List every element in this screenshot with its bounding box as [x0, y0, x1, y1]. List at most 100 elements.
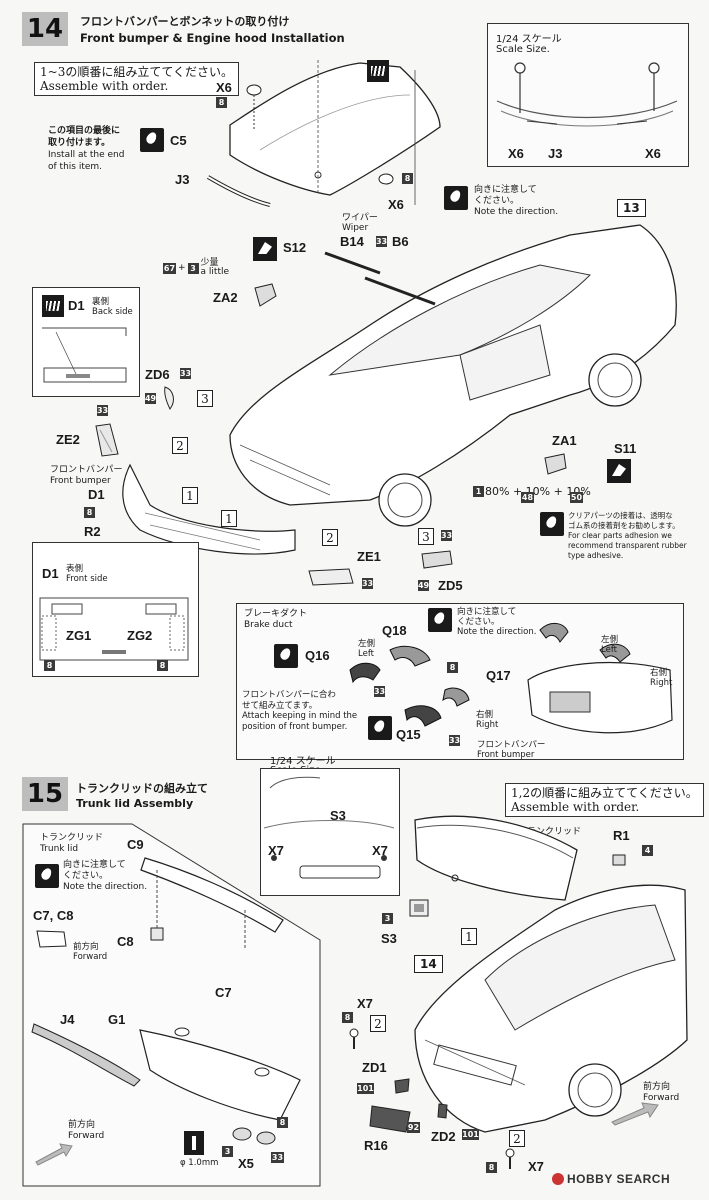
brake-duct-en: Brake duct: [244, 620, 293, 630]
car-body-drawing: [229, 224, 677, 527]
ref-step-13-num: 13: [623, 201, 640, 215]
scale-box-15-drawing: [263, 776, 395, 879]
forward-arrow-icon-left: [35, 1143, 73, 1166]
sticker-icon-s11: [607, 459, 631, 483]
trunk-lid-label-left: トランクリッド Trunk lid: [40, 833, 103, 855]
forward-right-en: Forward: [643, 1093, 680, 1103]
color-mix-text: 80% + 10% + 10%: [485, 485, 591, 498]
code-33-x5-right: 33: [271, 1152, 284, 1163]
color-code-1: 1: [473, 486, 484, 497]
part-c9: C9: [127, 837, 144, 852]
code-8-q18: 8: [447, 662, 458, 673]
x7-right-drawing: [505, 1148, 515, 1169]
q15-glue-icon: [368, 716, 392, 740]
direction-jp1: 向きに注意して: [474, 185, 537, 195]
attach-jp1: フロントバンパーに合わ: [242, 690, 336, 700]
paint-mix-a-little: 67 + 3 少量 a little: [163, 259, 229, 277]
spoiler-drawing: [140, 857, 284, 950]
ze1-lens-drawing: [308, 568, 354, 586]
part-q17: Q17: [486, 668, 511, 683]
code-4-r1: 4: [642, 845, 653, 856]
x7-left-drawing: [349, 1028, 359, 1049]
front-side-en: Front side: [66, 574, 108, 584]
part-x7-left: X7: [357, 996, 373, 1011]
code-8-x6-right: 8: [402, 173, 413, 184]
part-s3: S3: [381, 931, 397, 946]
right-en-b: Right: [650, 678, 673, 688]
part-b6: B6: [392, 234, 409, 249]
code-101-zd1: 101: [357, 1083, 374, 1094]
part-x6-right: X6: [388, 197, 404, 212]
zd2-drawing: [437, 1103, 448, 1119]
j3-trim-drawing: [206, 175, 271, 207]
code-8-x5: 8: [277, 1117, 288, 1128]
part-za1: ZA1: [552, 433, 577, 448]
wiper-drawing: [324, 251, 436, 306]
part-x6-scale-right: X6: [645, 146, 661, 161]
attach-note: フロントバンパーに合わ せて組み立てます。 Attach keeping in …: [242, 690, 357, 732]
part-ze1: ZE1: [357, 549, 381, 564]
part-g1: G1: [108, 1012, 126, 1027]
step-14-title-en: Front bumper & Engine hood Installation: [80, 31, 345, 45]
a-little-label: 少量 a little: [201, 259, 229, 277]
clear-en2: recommend transparent rubber: [568, 541, 687, 550]
x5-screws-drawing: [232, 1127, 276, 1145]
part-r2: R2: [84, 524, 101, 539]
plus-sign-a: +: [178, 263, 186, 273]
color-code-48: 48: [521, 485, 534, 504]
direction-glue-icon: [444, 186, 468, 210]
right-jp-a: 右側: [476, 710, 494, 720]
order-note-en: Assemble with order.: [40, 79, 169, 93]
forward-c-en: Forward: [73, 952, 108, 962]
right-en-a: Right: [476, 720, 499, 730]
q16-glue-icon: [274, 644, 298, 668]
zd1-drawing: [394, 1078, 410, 1094]
code-33-ze2: 33: [96, 405, 109, 416]
part-x6-scale-left: X6: [508, 146, 524, 161]
hood-decal-icon: [367, 60, 389, 82]
part-zg2: ZG2: [127, 628, 153, 643]
order-2-x7-left: 2: [370, 1015, 386, 1032]
step-14-title-jp: フロントバンパーとボンネットの取り付け: [80, 15, 290, 28]
dim-phi-1mm: φ 1.0mm: [180, 1158, 219, 1168]
forward-label-c: 前方向 Forward: [73, 942, 107, 962]
za1-color-mix: 1 80% + 10% + 10%: [473, 485, 591, 498]
part-zd1: ZD1: [362, 1060, 387, 1075]
part-za2: ZA2: [213, 290, 238, 305]
forward-label-right: 前方向 Forward: [643, 1082, 679, 1104]
step-15-order-note: 1,2の順番に組み立ててください。 Assemble with order.: [505, 783, 704, 817]
car-rear-drawing: [414, 884, 688, 1133]
r1-part-drawing: [612, 854, 626, 866]
ref-step-14: 14: [414, 955, 443, 973]
direction-15-en: Note the direction.: [63, 882, 148, 892]
part-q18: Q18: [382, 623, 407, 638]
part-b14: B14: [340, 234, 364, 249]
hobby-search-watermark: HOBBY SEARCH: [552, 1172, 670, 1186]
direction-glue-icon-15: [35, 864, 59, 888]
direction-brake-en: Note the direction.: [457, 627, 537, 637]
code-33-ze1: 33: [361, 578, 374, 589]
d1-front-drawing: [39, 597, 189, 661]
forward-right-jp: 前方向: [643, 1082, 671, 1092]
part-d1-front: D1: [42, 566, 59, 581]
scale-box-14-en: Scale Size.: [496, 44, 550, 55]
part-zd2: ZD2: [431, 1129, 456, 1144]
code-3-s3: 3: [382, 913, 393, 924]
part-d1-back: D1: [68, 298, 85, 313]
order-3-zd6: 3: [197, 390, 213, 407]
step-14-number: 14: [22, 12, 68, 46]
order-note-15-jp: 1,2の順番に組み立ててください。: [511, 786, 698, 800]
code-8-x7-right: 8: [486, 1162, 497, 1173]
code-33-q15: 33: [448, 735, 461, 746]
step-15-title-en: Trunk lid Assembly: [76, 797, 194, 810]
scale-box-14-drawing: [496, 62, 678, 127]
step-15-title-jp: トランクリッドの組み立て: [76, 782, 208, 795]
code-67: 67: [163, 262, 176, 274]
front-bumper-en: Front bumper: [50, 476, 111, 486]
left-jp-a: 左側: [358, 639, 376, 649]
wiper-jp: ワイパー: [342, 213, 378, 223]
attach-en2: position of front bumper.: [242, 721, 348, 732]
install-last-en1: Install at the end: [48, 150, 125, 160]
part-r1: R1: [613, 828, 630, 843]
forward-bottom-en: Forward: [68, 1131, 105, 1141]
